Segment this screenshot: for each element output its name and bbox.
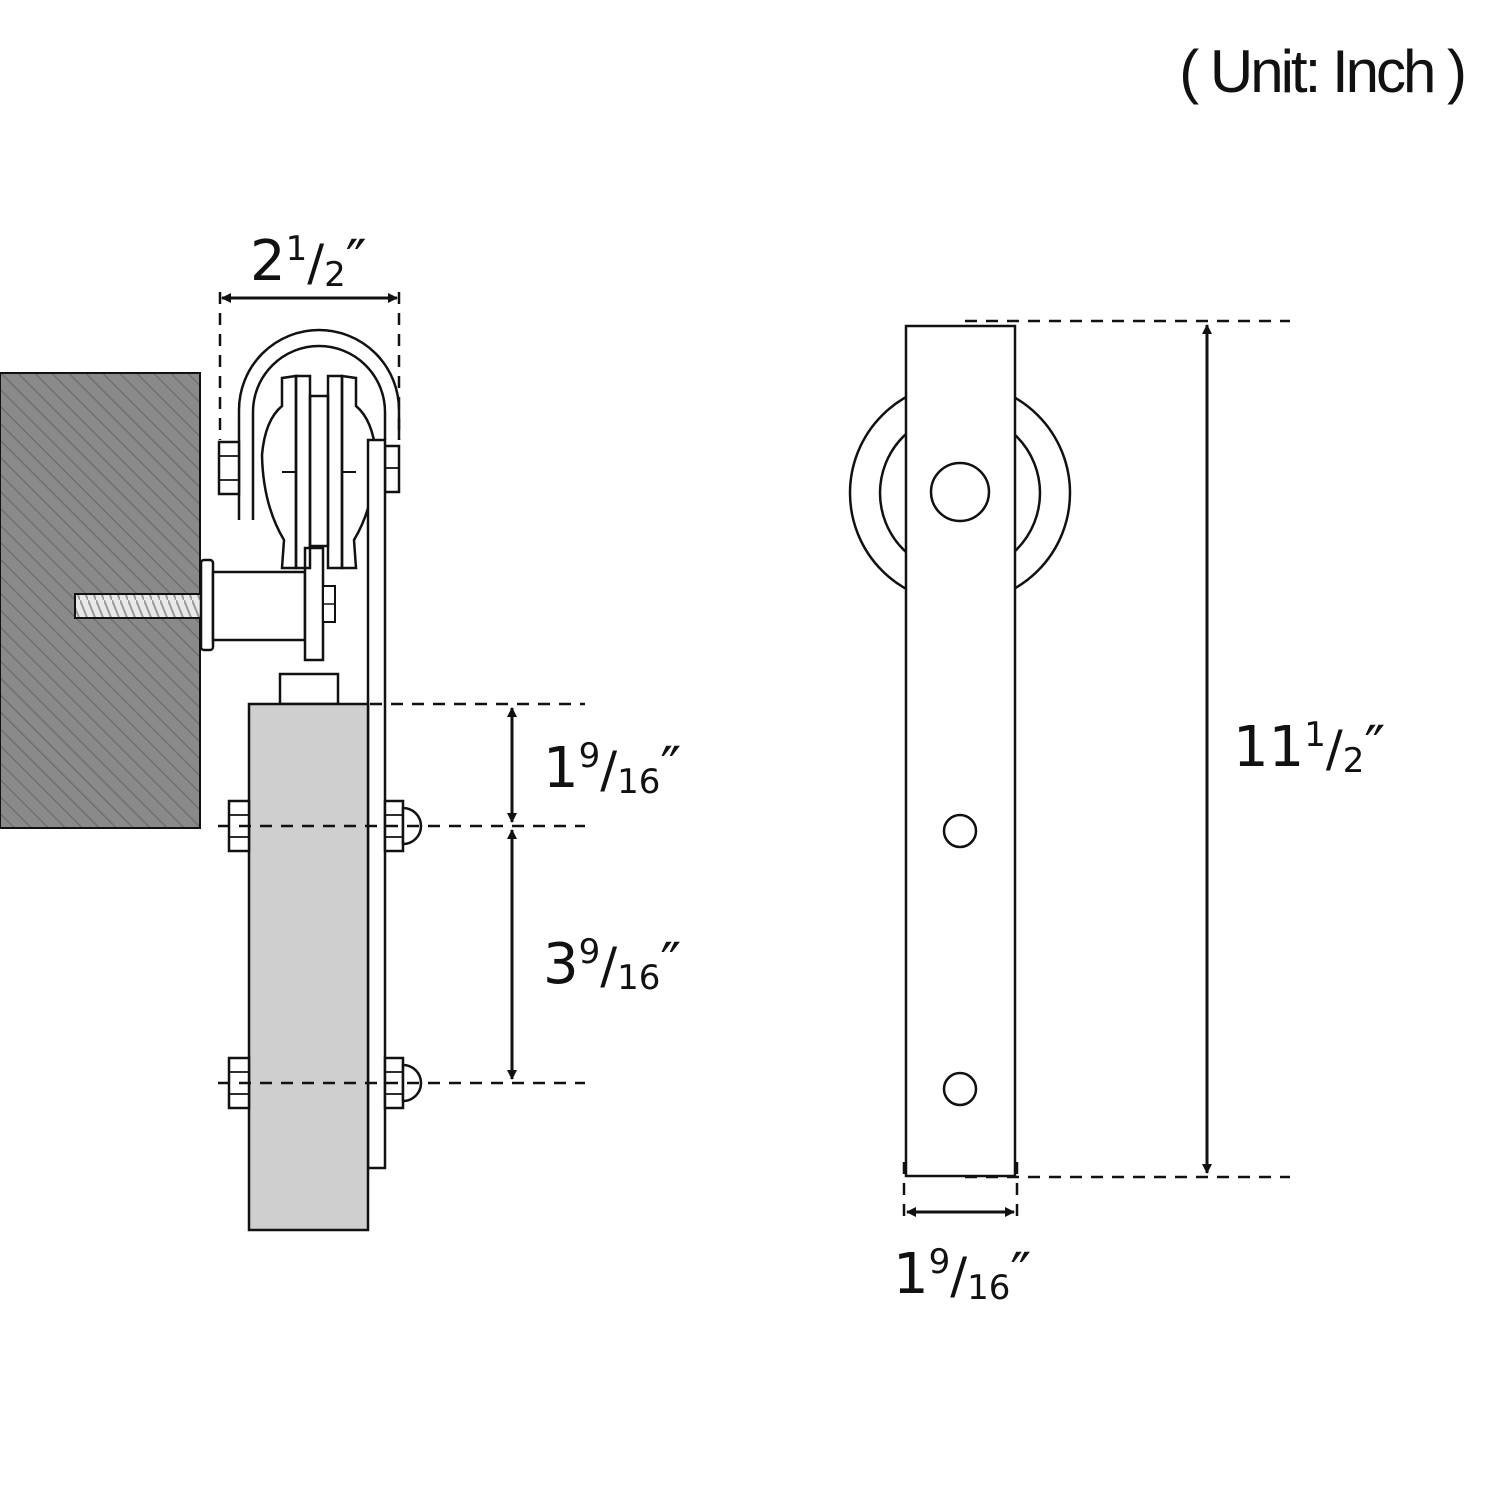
axle-nut-left [217,440,241,496]
top-offset-label: 19/16″ [543,736,681,802]
hole-spacing-label: 39/16″ [543,932,681,998]
hanger-strap-side [366,438,387,1170]
strap-height-label: 111/2″ [1233,715,1385,781]
side-view: 21/2″ 19/16″ 39/16″ [0,229,681,1232]
lag-bolt [74,593,204,619]
unit-label: ( Unit: Inch ) [1179,38,1464,105]
axle-hole [929,461,991,523]
roller-width-label: 21/2″ [250,229,367,295]
bolt-hole-lower [942,1071,978,1107]
front-view: 111/2″ 19/16″ [848,319,1385,1308]
door-top-block [278,672,340,706]
spacer-body [211,570,307,642]
axle-nut-right [383,444,401,494]
bolt-hole-upper [942,813,978,849]
hanger-strap-front [904,324,1017,1178]
strap-width-label: 19/16″ [893,1242,1031,1308]
door-slab [247,702,370,1232]
roller-wheel [260,374,378,570]
roller-strap-hook [237,328,401,520]
anti-jump-block [303,546,325,662]
spacer-washer [199,558,215,652]
